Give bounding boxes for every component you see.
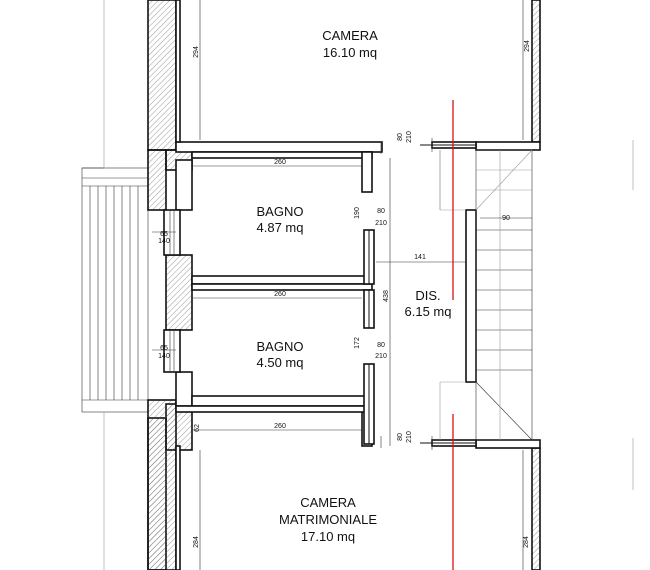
interior-walls: [175, 0, 541, 570]
door-bagno1-width: 80: [377, 208, 385, 215]
bagno-1-area: 4.87 mq: [257, 220, 304, 235]
camera-matrimoniale-name-1: CAMERA: [300, 495, 356, 510]
dim-window2-height: 140: [158, 353, 170, 360]
door-bottom-width: 80: [397, 433, 404, 441]
door-bagno-1: [363, 229, 375, 285]
dimension-lines: [152, 0, 634, 570]
door-top-height: 210: [406, 131, 413, 143]
dim-window1-width: 65: [160, 231, 168, 238]
door-camera-bottom: [420, 439, 477, 447]
dim-dis-width: 141: [414, 254, 426, 261]
dim-corridor-length: 438: [383, 290, 390, 302]
dim-bagno2-width: 260: [274, 291, 286, 298]
bagno-2-area: 4.50 mq: [257, 355, 304, 370]
staircase: [439, 149, 533, 441]
dim-camera-top-left: 294: [193, 46, 200, 58]
dim-bagno2-height: 172: [354, 337, 361, 349]
dim-window2-width: 65: [160, 345, 168, 352]
dim-camera-bottom-width: 260: [274, 423, 286, 430]
left-exterior-wall: [147, 0, 193, 570]
bagno-1-name: BAGNO: [257, 204, 304, 219]
dim-camera-bottom-top: 62: [194, 424, 201, 432]
dim-stair-width: 90: [502, 215, 510, 222]
door-bagno2-width: 80: [377, 342, 385, 349]
dim-camera-bottom-left: 284: [193, 536, 200, 548]
camera-top-name: CAMERA: [322, 28, 378, 43]
door-bottom-height: 210: [406, 431, 413, 443]
door-bagno1-height: 210: [375, 220, 387, 227]
door-bagno-3: [363, 363, 375, 445]
door-bagno-2: [363, 289, 375, 329]
dim-camera-top-right: 294: [524, 40, 531, 52]
dim-bagno1-height: 190: [354, 207, 361, 219]
dis-area: 6.15 mq: [405, 304, 452, 319]
window-bagno-1: [163, 209, 181, 256]
camera-matrimoniale-area: 17.10 mq: [301, 529, 355, 544]
door-bagno2-height: 210: [375, 353, 387, 360]
dim-window1-height: 140: [158, 238, 170, 245]
door-top-width: 80: [397, 133, 404, 141]
camera-top-area: 16.10 mq: [323, 45, 377, 60]
dim-bagno1-width: 260: [274, 159, 286, 166]
dis-name: DIS.: [415, 288, 440, 303]
dim-camera-bottom-right: 284: [523, 536, 530, 548]
camera-matrimoniale-name-2: MATRIMONIALE: [279, 512, 377, 527]
bagno-2-name: BAGNO: [257, 339, 304, 354]
door-camera-top: [420, 141, 477, 149]
balcony-railing: [81, 0, 149, 570]
window-bagno-2: [163, 329, 181, 373]
